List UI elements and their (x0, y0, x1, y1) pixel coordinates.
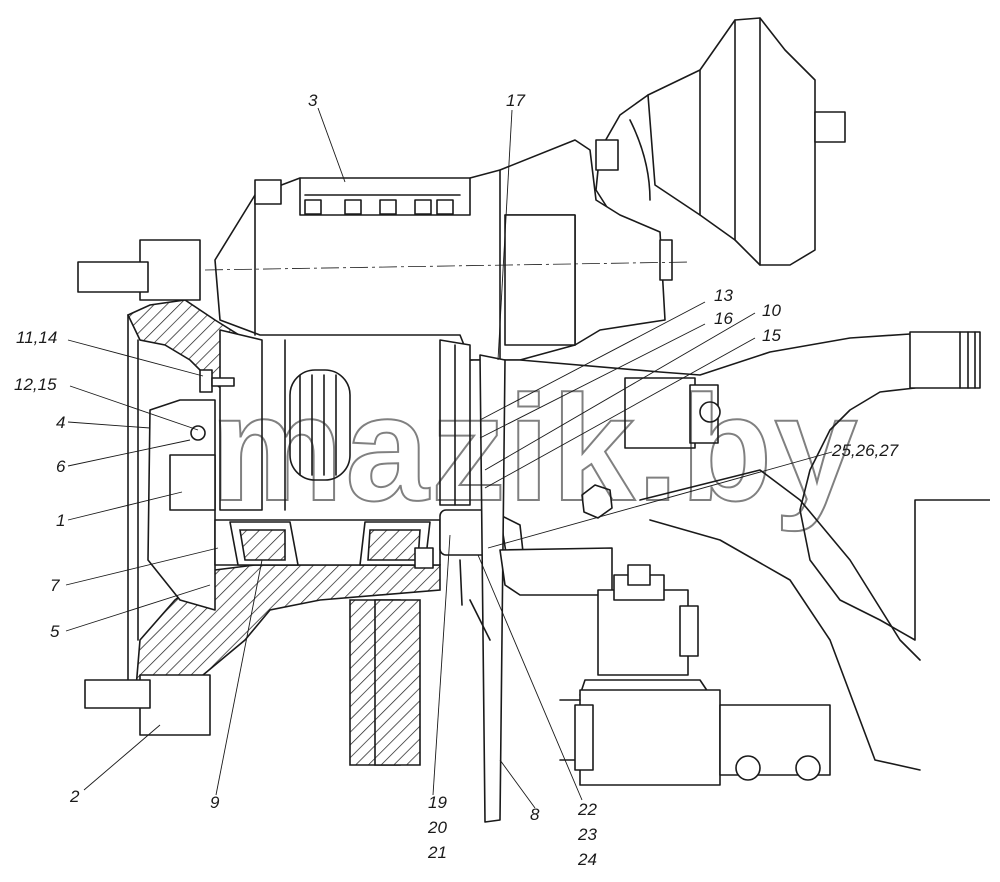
callout-8: 8 (530, 805, 540, 824)
callout-22: 22 (577, 800, 597, 819)
callout-17: 17 (506, 91, 525, 110)
brake-caliper (204, 139, 691, 361)
callout-23: 23 (577, 825, 597, 844)
brake-disc (219, 329, 471, 511)
callout-21: 21 (427, 843, 447, 862)
steering-knuckle (470, 331, 990, 771)
callout-6: 6 (56, 457, 66, 476)
callout-19: 19 (428, 793, 447, 812)
brake-chamber (595, 17, 846, 266)
callout-5: 5 (50, 622, 60, 641)
bearings (214, 519, 441, 569)
callout-labels: 3 17 13 16 10 15 11,14 12,15 4 6 1 7 5 2… (14, 91, 899, 869)
hub-cap (147, 369, 235, 611)
callout-13: 13 (714, 286, 733, 305)
callout-20: 20 (427, 818, 447, 837)
callout-12-15: 12,15 (14, 375, 57, 394)
callout-4: 4 (56, 413, 65, 432)
callout-15: 15 (762, 326, 781, 345)
callout-2: 2 (69, 787, 80, 806)
callout-10: 10 (762, 301, 781, 320)
callout-11-14: 11,14 (16, 328, 57, 347)
callout-1: 1 (56, 511, 65, 530)
callout-9: 9 (210, 793, 220, 812)
callout-16: 16 (714, 309, 733, 328)
callout-24: 24 (577, 850, 597, 869)
callout-25-26-27: 25,26,27 (831, 441, 899, 460)
watermark-logo: mazik.by (210, 364, 860, 532)
callout-7: 7 (50, 576, 60, 595)
leader-lines (65, 107, 833, 809)
callout-3: 3 (308, 91, 318, 110)
lower-bracket (499, 547, 831, 786)
